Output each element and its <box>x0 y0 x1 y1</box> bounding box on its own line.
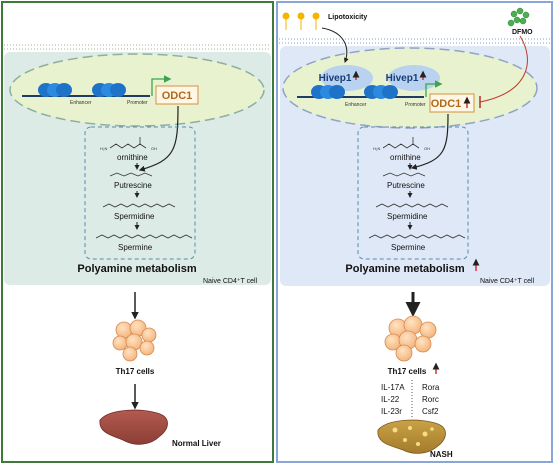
left-title: Polyamine metabolism <box>77 263 196 275</box>
lipotoxicity-lipids-icon <box>282 12 320 30</box>
cytokine-right-3: Csf2 <box>422 407 439 416</box>
left-spermine-structure <box>95 234 193 239</box>
left-spermine-label: Spermine <box>118 243 153 252</box>
left-ornithine-structure <box>109 137 147 149</box>
right-odc1-to-ornithine-arrow <box>410 113 449 170</box>
left-th17-cells-icon <box>112 319 157 362</box>
left-odc1-box <box>155 85 199 105</box>
right-ornithine-label: ornithine <box>390 153 421 162</box>
right-transcription-arrow <box>425 80 443 97</box>
normal-liver-icon <box>99 409 168 445</box>
right-spermidine-label: Spermidine <box>387 212 428 221</box>
svg-text:OH: OH <box>424 146 430 151</box>
cytokine-right-2: Rorc <box>422 395 439 404</box>
dfmo-inhibition-line <box>479 35 528 103</box>
right-enhancer-label: Enhancer <box>345 102 367 108</box>
right-spermidine-structure <box>375 203 449 208</box>
cytokine-left-2: IL-22 <box>381 395 400 404</box>
left-nucleosome-icon <box>92 83 126 97</box>
left-nucleus <box>9 53 265 127</box>
left-cell-label: Naive CD4⁺T cell <box>203 278 258 285</box>
left-ornithine-label: ornithine <box>117 153 148 162</box>
right-putrescine-structure <box>382 172 426 177</box>
dfmo-molecule-icon <box>507 7 530 27</box>
left-th17-label: Th17 cells <box>116 367 155 376</box>
right-nucleosome-icon <box>364 85 398 99</box>
right-nucleosome-icon <box>311 85 345 99</box>
lipotoxicity-arrow <box>321 27 349 63</box>
svg-text:OH: OH <box>151 146 157 151</box>
cytokine-left-1: IL-17A <box>381 383 405 392</box>
hivep1-label-2: Hivep1 <box>386 73 419 84</box>
left-nucleosome-icon <box>38 83 72 97</box>
left-odc1-to-ornithine-arrow <box>138 105 179 172</box>
left-enhancer-label: Enhancer <box>70 100 92 106</box>
left-putrescine-structure <box>109 172 153 177</box>
right-title: Polyamine metabolism <box>345 263 464 275</box>
left-spermidine-label: Spermidine <box>114 212 155 221</box>
right-pathway-box <box>357 126 469 260</box>
hivep1-bubble-1 <box>321 65 373 91</box>
right-cell-label: Naive CD4⁺T cell <box>480 278 535 285</box>
svg-text:H₂N: H₂N <box>100 146 107 151</box>
left-cell-membrane <box>4 44 271 50</box>
cytokine-right-1: Rora <box>422 383 440 392</box>
right-panel: Lipotoxicity DFMO Hivep1 Hivep1 En <box>276 1 553 463</box>
hivep1-label-1: Hivep1 <box>319 73 352 84</box>
right-spermine-label: Spermine <box>391 243 426 252</box>
left-pathway-box <box>84 126 196 260</box>
right-odc1-label: ODC1 <box>431 98 462 110</box>
lipotoxicity-label: Lipotoxicity <box>328 14 367 21</box>
svg-text:H₂N: H₂N <box>373 146 380 151</box>
liver-fat-droplets <box>392 426 434 446</box>
left-panel: Enhancer Promoter ODC1 H₂N OH ornithine … <box>1 1 274 463</box>
right-th17-label: Th17 cells <box>388 367 427 376</box>
right-cell-membrane <box>279 38 550 44</box>
right-ornithine-structure <box>382 137 420 149</box>
cytokine-left-3: IL-23r <box>381 407 402 416</box>
right-outcome-label: NASH <box>430 450 453 459</box>
right-promoter-label: Promoter <box>405 102 426 108</box>
left-spermidine-structure <box>102 203 176 208</box>
left-outcome-label: Normal Liver <box>172 439 221 448</box>
left-promoter-label: Promoter <box>127 100 148 106</box>
left-transcription-arrow <box>151 75 172 96</box>
right-odc1-box <box>429 93 475 113</box>
right-th17-cells-icon <box>384 315 437 362</box>
left-odc1-label: ODC1 <box>162 90 193 102</box>
left-putrescine-label: Putrescine <box>114 181 152 190</box>
dfmo-label: DFMO <box>512 29 533 36</box>
right-putrescine-label: Putrescine <box>387 181 425 190</box>
right-spermine-structure <box>368 234 466 239</box>
